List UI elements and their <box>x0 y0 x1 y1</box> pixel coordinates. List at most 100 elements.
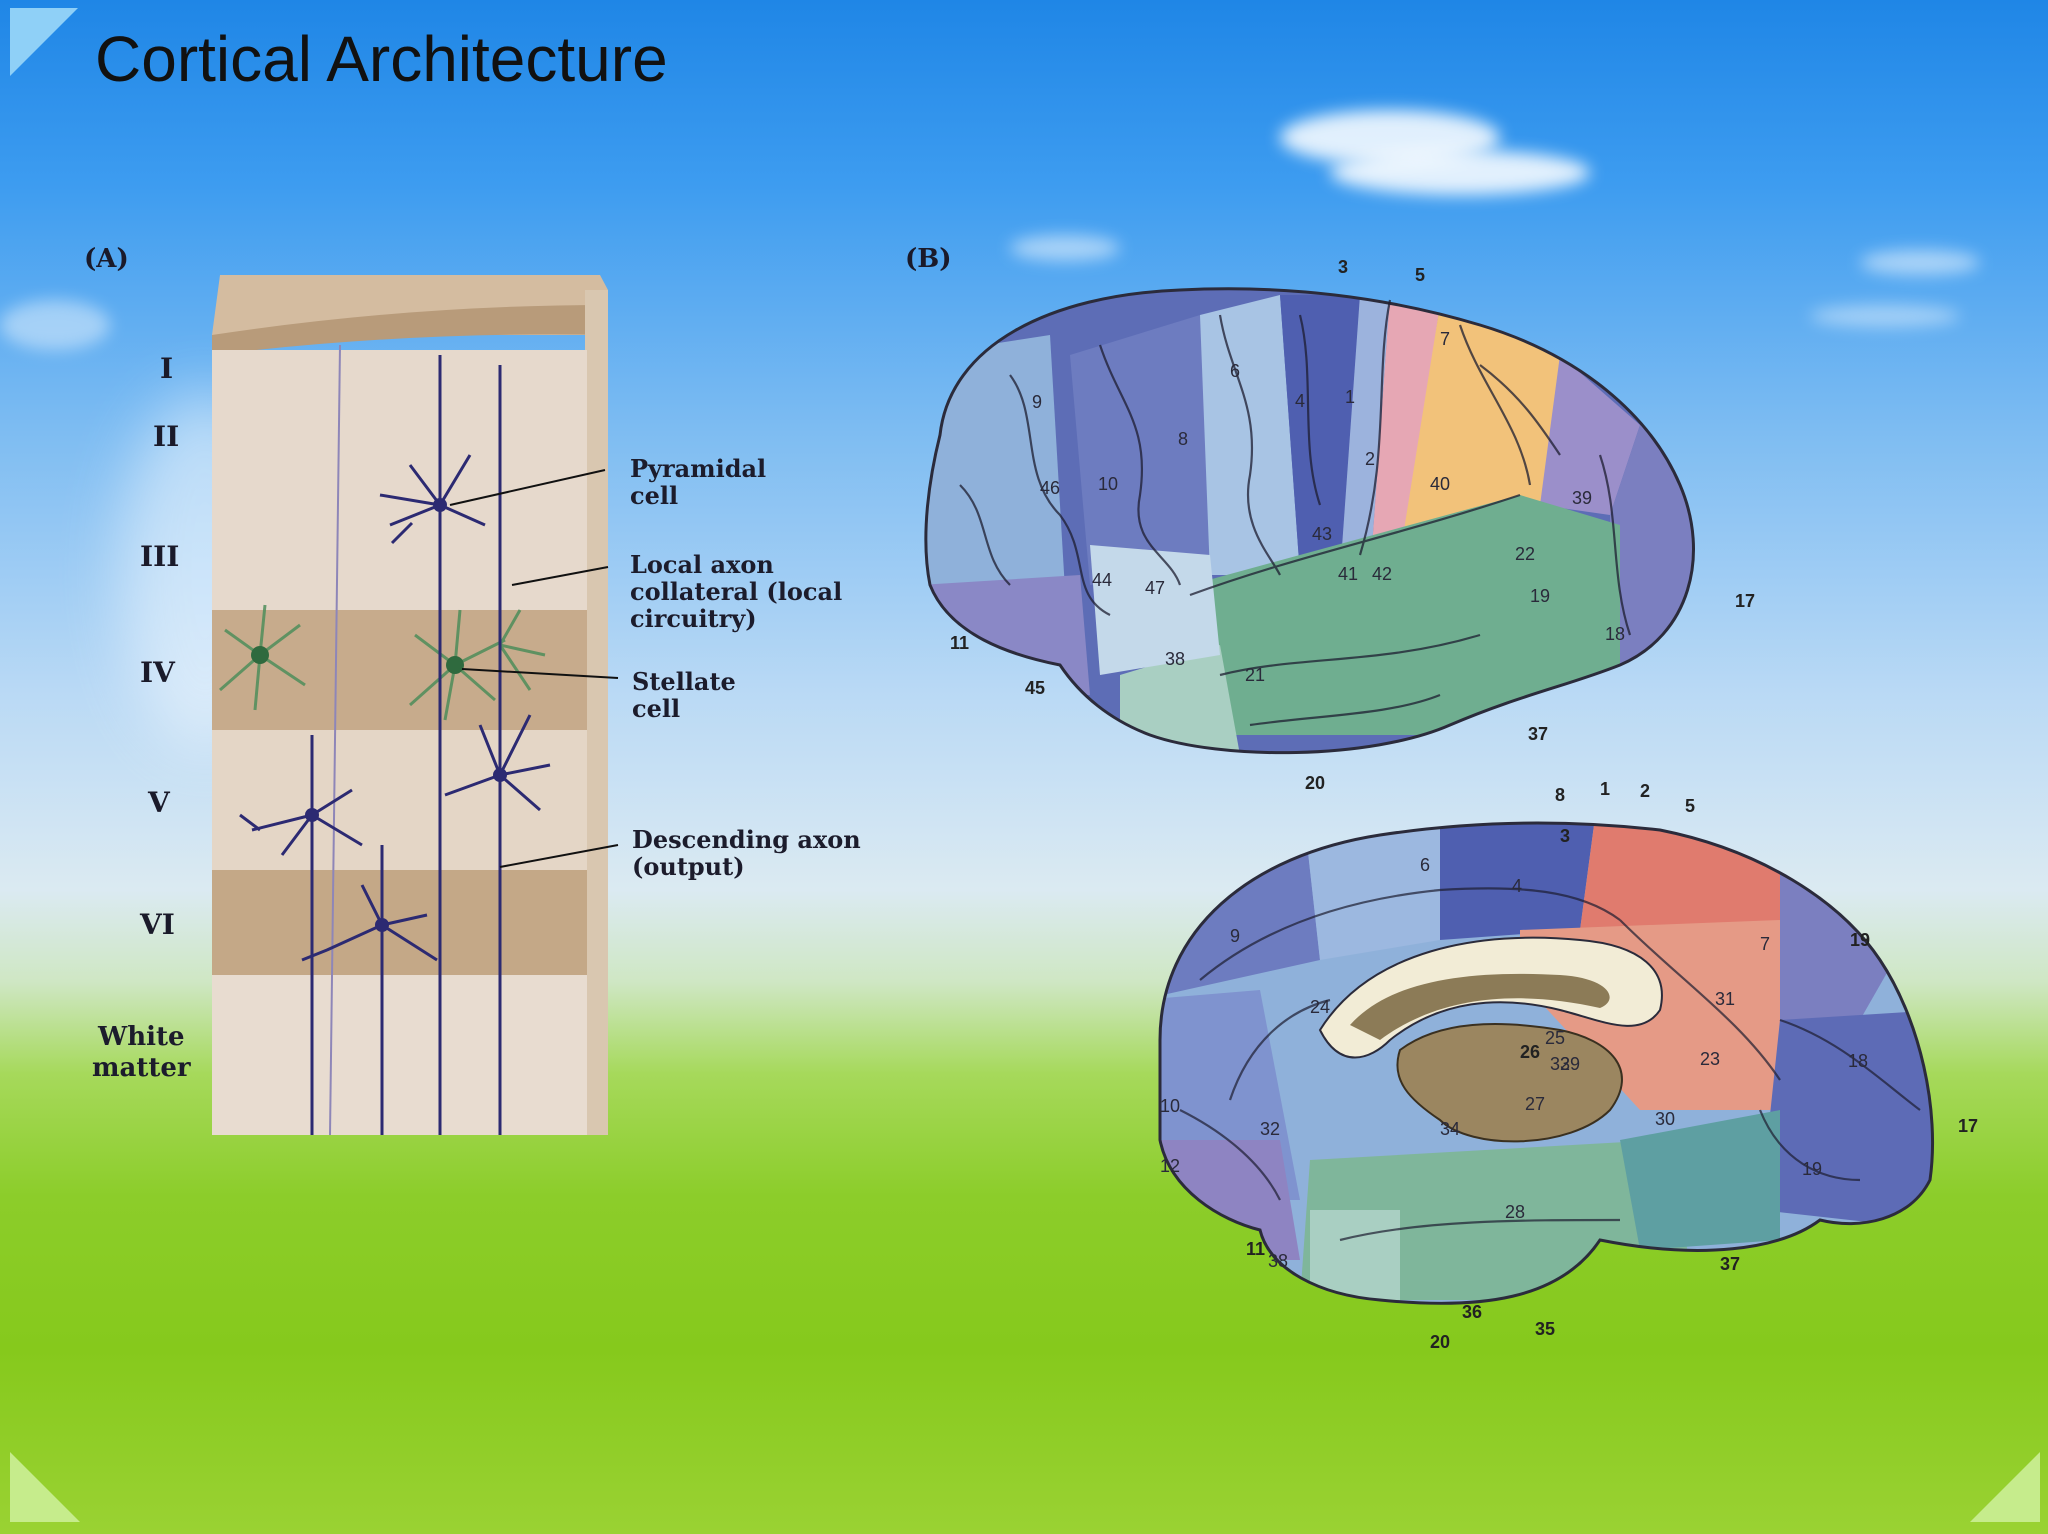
pyramidal-soma <box>305 808 319 822</box>
callout-line: Descending axon <box>632 825 861 854</box>
thalamus <box>1396 1023 1623 1143</box>
brodmann-area-label: 5 <box>1415 265 1425 285</box>
brodmann-area-label: 11 <box>1246 1239 1265 1259</box>
layer-iv-band <box>212 610 587 730</box>
cloud <box>1010 235 1120 261</box>
brodmann-area-label: 33 <box>1550 1054 1570 1074</box>
brodmann-area-label: 3 <box>1560 826 1570 846</box>
stellate-soma <box>446 656 464 674</box>
cloud <box>1330 150 1590 195</box>
layer-label-vi: VI <box>140 908 175 941</box>
callout-line: cell <box>630 481 679 510</box>
brodmann-area-label: 4 <box>1512 876 1522 896</box>
brodmann-area-label: 37 <box>1720 1254 1740 1274</box>
layer-label-iii: III <box>140 540 180 573</box>
brodmann-area-label: 9 <box>1032 392 1042 412</box>
callout-descending-axon: Descending axon (output) <box>632 826 861 880</box>
brodmann-area-label: 26 <box>1520 1042 1540 1062</box>
brodmann-area-label: 47 <box>1145 578 1165 598</box>
corner-triangle-bottom-left <box>10 1452 80 1522</box>
brodmann-area-label: 36 <box>1462 1302 1482 1322</box>
brodmann-area-label: 8 <box>1178 429 1188 449</box>
brodmann-area-label: 1 <box>1600 780 1610 799</box>
brodmann-area-label: 32 <box>1260 1119 1280 1139</box>
brodmann-area-label: 10 <box>1160 1096 1180 1116</box>
brodmann-area-label: 19 <box>1802 1159 1822 1179</box>
brodmann-area-label: 2 <box>1640 781 1650 801</box>
layer-v-band <box>212 730 587 870</box>
callout-pyramidal-cell: Pyramidal cell <box>630 455 766 509</box>
brodmann-area-label: 29 <box>1560 1054 1580 1074</box>
brodmann-area-label: 8 <box>1555 785 1565 805</box>
panel-b-label: (B) <box>905 244 952 274</box>
brodmann-area-label: 1 <box>1345 387 1355 407</box>
brodmann-area-label: 11 <box>950 633 969 653</box>
brodmann-area-label: 20 <box>1430 1332 1450 1352</box>
brodmann-area-label: 40 <box>1430 474 1450 494</box>
brodmann-area-label: 12 <box>1160 1156 1180 1176</box>
callout-local-axon: Local axon collateral (local circuitry) <box>630 551 842 632</box>
layer-label-ii: II <box>153 420 180 453</box>
callout-line: Local axon <box>630 550 774 579</box>
pyramidal-soma <box>375 918 389 932</box>
panel-a-label: (A) <box>84 244 129 274</box>
cloud <box>0 300 110 350</box>
brodmann-area-label: 43 <box>1312 524 1332 544</box>
callout-line: (output) <box>632 852 745 881</box>
brodmann-area-label: 22 <box>1515 544 1535 564</box>
brodmann-area-label: 38 <box>1165 649 1185 669</box>
cloud <box>1860 250 1980 275</box>
callout-stellate-cell: Stellate cell <box>632 668 736 722</box>
brodmann-area-label: 35 <box>1535 1319 1555 1339</box>
column-pia-band <box>212 305 608 355</box>
brodmann-area-label: 20 <box>1305 773 1325 793</box>
layer-label-iv: IV <box>140 656 175 689</box>
brodmann-area-label: 38 <box>1268 1251 1288 1271</box>
brodmann-area-label: 24 <box>1310 997 1330 1017</box>
white-matter-band <box>212 975 587 1135</box>
layer-label-v: V <box>148 786 170 819</box>
brodmann-area-label: 18 <box>1605 624 1625 644</box>
brodmann-area-label: 2 <box>1365 449 1375 469</box>
stellate-soma <box>251 646 269 664</box>
brodmann-area-label: 46 <box>1040 478 1060 498</box>
brodmann-area-label: 7 <box>1440 329 1450 349</box>
callout-line: cell <box>632 694 681 723</box>
brodmann-area-label: 21 <box>1245 665 1265 685</box>
corpus-callosum-fill <box>1350 973 1610 1040</box>
brodmann-area-label: 34 <box>1440 1119 1460 1139</box>
brodmann-area-label: 31 <box>1715 989 1735 1009</box>
brodmann-area-label: 27 <box>1525 1094 1545 1114</box>
brodmann-area-label: 25 <box>1545 1028 1565 1048</box>
lateral-sulci <box>959 299 1632 727</box>
white-matter-line-2: matter <box>92 1053 191 1083</box>
white-matter-label: White matter <box>92 1022 191 1084</box>
corner-triangle-bottom-right <box>1970 1452 2040 1522</box>
brodmann-area-label: 44 <box>1092 570 1112 590</box>
brodmann-area-label: 7 <box>1760 934 1770 954</box>
callout-line: Stellate <box>632 667 736 696</box>
callout-line: Pyramidal <box>630 454 767 483</box>
brodmann-area-label: 6 <box>1420 855 1430 875</box>
callout-leaders <box>449 469 619 868</box>
brodmann-area-label: 19 <box>1850 930 1870 950</box>
brodmann-area-label: 9 <box>1230 926 1240 946</box>
brodmann-area-label: 37 <box>1528 724 1548 744</box>
lateral-brain-outline <box>924 287 1695 755</box>
brodmann-area-label: 5 <box>1685 796 1695 816</box>
pyramidal-soma <box>493 768 507 782</box>
brodmann-area-label: 42 <box>1372 564 1392 584</box>
brodmann-area-label: 39 <box>1572 488 1592 508</box>
pyramidal-soma <box>433 498 447 512</box>
callout-line: circuitry) <box>630 604 757 633</box>
brodmann-area-label: 18 <box>1848 1051 1868 1071</box>
brodmann-area-label: 3 <box>1338 257 1348 277</box>
brodmann-area-label: 30 <box>1655 1109 1675 1129</box>
brodmann-area-label: 45 <box>1025 678 1045 698</box>
cortical-column-diagram <box>212 275 619 1136</box>
white-matter-line-1: White <box>98 1022 185 1052</box>
brodmann-area-label: 6 <box>1230 361 1240 381</box>
brodmann-area-label: 41 <box>1338 564 1358 584</box>
